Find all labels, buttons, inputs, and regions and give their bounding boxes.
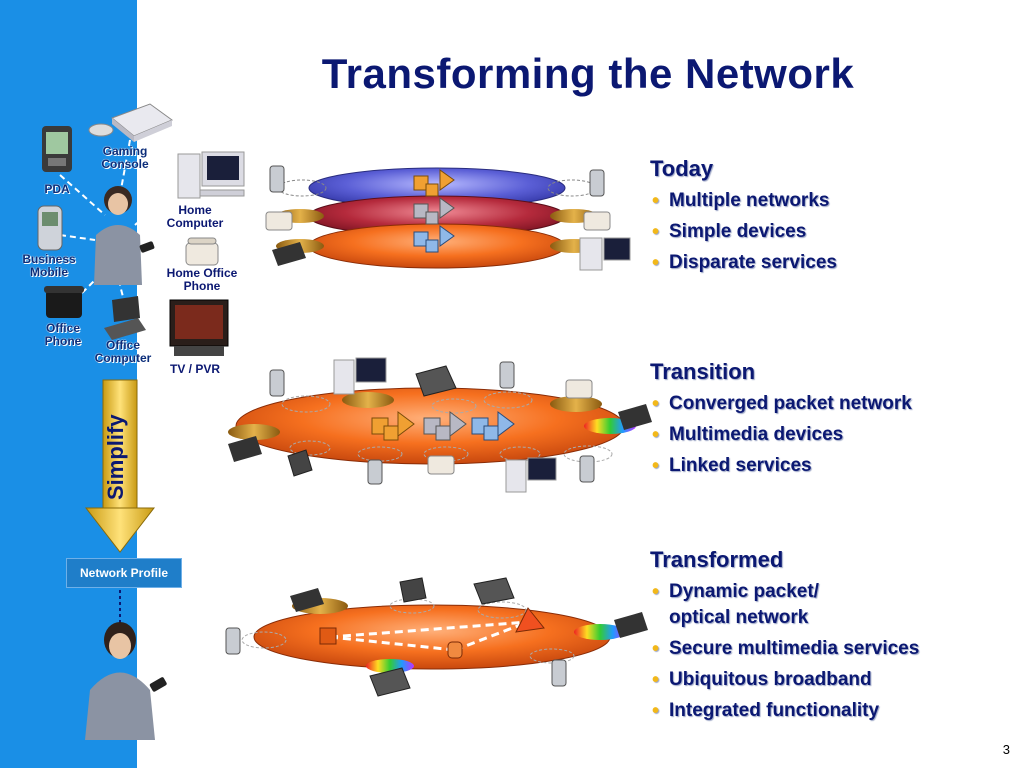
office-computer-icon [104, 296, 146, 340]
network-profile-box: Network Profile [66, 558, 182, 588]
simplify-label: Simplify [103, 414, 128, 500]
office-phone-icon [44, 286, 84, 318]
bullet-item: Disparate services [650, 250, 1010, 276]
section-today: Today Multiple networks Simple devices D… [650, 156, 1010, 281]
section-heading: Transformed [650, 547, 784, 572]
office-computer-label: Office Computer [94, 338, 152, 365]
bullet-list: Dynamic packet/ optical network Secure m… [650, 579, 1010, 724]
business-mobile-icon [37, 205, 63, 251]
bullet-item: Secure multimedia services [650, 636, 1010, 662]
woman-with-device-icon [94, 186, 155, 285]
today-network-diagram [265, 165, 631, 271]
pda-icon [42, 126, 72, 172]
bullet-item: Simple devices [650, 219, 1010, 245]
gaming-console-icon [88, 103, 174, 142]
transformed-network-diagram [225, 577, 648, 697]
bullet-item: Ubiquitous broadband [650, 667, 1010, 693]
home-office-phone-label: Home Office Phone [166, 266, 238, 293]
woman-profile-icon [85, 622, 167, 740]
bullet-list: Multiple networks Simple devices Dispara… [650, 188, 1010, 276]
bullet-item: Linked services [650, 453, 1010, 479]
office-phone-label: Office Phone [44, 321, 82, 348]
bullet-item: Multimedia devices [650, 422, 1010, 448]
tv-pvr-label: TV / PVR [169, 362, 220, 376]
bullet-item: Converged packet network [650, 391, 1010, 417]
bullet-item: Dynamic packet/ optical network [650, 579, 850, 631]
bullet-list: Converged packet network Multimedia devi… [650, 391, 1010, 479]
bullet-item: Integrated functionality [650, 698, 1010, 724]
page-number: 3 [1002, 742, 1010, 757]
transition-network-diagram [228, 357, 652, 493]
section-transition: Transition Converged packet network Mult… [650, 359, 1010, 484]
section-heading: Today [650, 156, 714, 181]
bullet-item: Multiple networks [650, 188, 1010, 214]
pda-label: PDA [44, 182, 70, 196]
business-mobile-label: Business Mobile [22, 252, 76, 279]
simplify-arrow [84, 379, 156, 553]
home-office-phone-icon [185, 237, 219, 266]
slide-title: Transforming the Network [321, 50, 855, 97]
home-computer-icon [177, 151, 245, 199]
tv-pvr-icon [169, 299, 229, 356]
home-computer-label: Home Computer [166, 203, 224, 230]
gaming-console-label: Gaming Console [101, 144, 149, 171]
section-transformed: Transformed Dynamic packet/ optical netw… [650, 547, 1010, 729]
section-heading: Transition [650, 359, 756, 384]
